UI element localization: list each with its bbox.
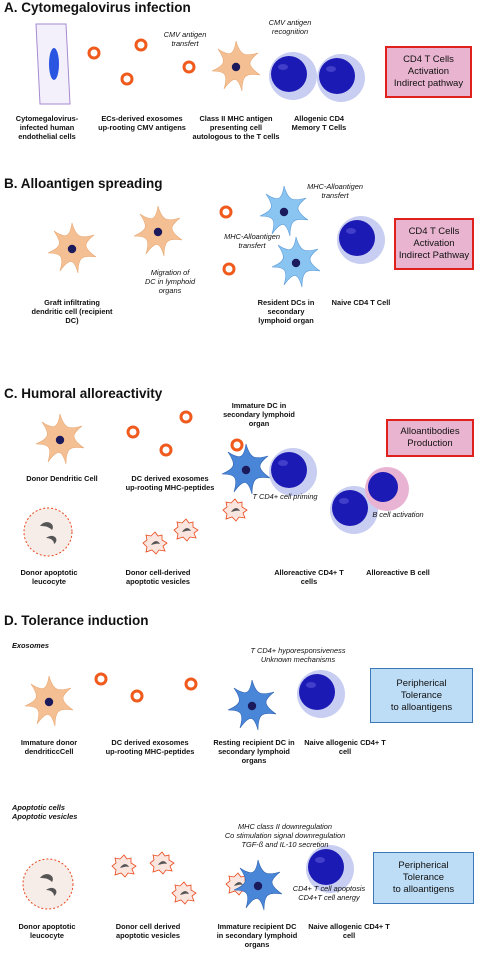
cmv-recognition-annotation: CMV antigen recognition [268, 18, 312, 36]
dendritic-cell-icon [24, 675, 74, 727]
apc-label: Class II MHC antigen presenting cell aut… [192, 114, 280, 141]
migration-annotation: Migration of DC in lymphoid organs [144, 268, 196, 295]
b-cell-icon [365, 467, 409, 511]
immature-dc-label: Immature DC in secondary lymphoid organ [223, 401, 295, 428]
alloantibodies-box: Alloantibodies Production [386, 419, 474, 457]
apoptosis-annotation: CD4+ T cell apoptosis CD4+T cell anergy [292, 884, 366, 902]
donor-dc-label: Donor Dendritic Cell [26, 474, 98, 483]
apoptotic-subheading: Apoptotic cells Apoptotic vesicles [12, 803, 78, 821]
dendritic-cell-icon [47, 222, 97, 274]
immature-donor-dc-label: Immature donor dendriticcCell [20, 738, 78, 756]
section-a-graphics [35, 23, 365, 105]
apoptotic-leucocyte-icon [23, 507, 73, 557]
memory-t-cell-label: Allogenic CD4 Memory T Cells [291, 114, 347, 132]
cd4-activation-box-b: CD4 T Cells Activation Indirect Pathway [394, 218, 474, 270]
naive-cd4-label-d1: Naive allogenic CD4+ T cell [304, 738, 386, 756]
t-cell-icon [317, 54, 365, 102]
hyporesponsiveness-annotation: T CD4+ hyporesponsiveness Unknown mechan… [250, 646, 346, 664]
apoptotic-vesicle-icon [142, 531, 168, 555]
exosome-icon [219, 205, 233, 219]
exosome-icon [126, 425, 140, 439]
dendritic-cell-icon [35, 413, 85, 465]
section-c-graphics [23, 410, 409, 557]
naive-cd4-label-d2: Naive allogenic CD4+ T cell [308, 922, 390, 940]
alloreactive-cd4-label: Alloreactive CD4+ T cells [274, 568, 344, 586]
exosome-icon [87, 46, 101, 60]
dendritic-cell-icon [133, 205, 183, 257]
mhc-downregulation-annotation: MHC class II downregulation Co stimulati… [224, 822, 346, 849]
exosome-icon [182, 60, 196, 74]
section-d-graphics [22, 670, 354, 911]
apoptotic-vesicle-icon [173, 518, 199, 542]
immature-recipient-dc-label: Immature recipient DC in secondary lymph… [216, 922, 298, 949]
exosome-icon [222, 262, 236, 276]
endothelial-label: Cytomegalovirus- infected human endothel… [15, 114, 79, 141]
alloreactive-b-label: Alloreactive B cell [366, 568, 430, 577]
exosome-icon [120, 72, 134, 86]
apoptotic-leucocyte-label-d: Donor apoptotic leucocyte [18, 922, 76, 940]
section-c-title: C. Humoral alloreactivity [4, 386, 163, 401]
tolerance-box-2: Peripherical Tolerance to alloantigens [373, 852, 474, 904]
apoptotic-vesicle-icon [171, 881, 197, 905]
apoptotic-vesicle-icon [111, 854, 137, 878]
dendritic-cell-icon [221, 443, 271, 495]
mhc-transfert-annotation-2: MHC-Alloantigen transfert [224, 232, 280, 250]
t-cell-icon [337, 216, 385, 264]
apoptotic-vesicles-label-d: Donor cell derived apoptotic vesicles [115, 922, 181, 940]
section-b-graphics [47, 185, 385, 288]
naive-cd4-label: Naive CD4 T Cell [331, 298, 391, 307]
t-cell-icon [269, 448, 317, 496]
apoptotic-leucocyte-label: Donor apoptotic leucocyte [20, 568, 78, 586]
apoptotic-vesicle-icon [149, 851, 175, 875]
apoptotic-vesicle-icon [222, 498, 248, 522]
exosome-icon [184, 677, 198, 691]
exosome-icon [130, 689, 144, 703]
dendritic-cell-icon [211, 40, 261, 92]
exosome-icon [94, 672, 108, 686]
exosomes-subheading: Exosomes [12, 641, 49, 650]
dc-exosomes-label-d: DC derived exosomes up-rooting MHC-pepti… [105, 738, 195, 756]
t-cell-icon [269, 52, 317, 100]
mhc-transfert-annotation-1: MHC-Alloantigen transfert [307, 182, 363, 200]
exosome-icon [230, 438, 244, 452]
ecs-exosomes-label: ECs-derived exosomes up-rooting CMV anti… [98, 114, 186, 132]
graft-dc-label: Graft infiltrating dendritic cell (recip… [31, 298, 113, 325]
b-activation-annotation: B cell activation [372, 510, 424, 519]
section-a-title: A. Cytomegalovirus infection [4, 0, 191, 15]
apoptotic-vesicles-label: Donor cell-derived apoptotic vesicles [125, 568, 191, 586]
section-d-title: D. Tolerance induction [4, 613, 149, 628]
resting-dc-label: Resting recipient DC in secondary lympho… [213, 738, 295, 765]
section-b-title: B. Alloantigen spreading [4, 176, 163, 191]
dc-exosomes-label-c: DC derived exosomes up-rooting MHC-pepti… [125, 474, 215, 492]
cmv-transfert-annotation: CMV antigen transfert [163, 30, 207, 48]
endothelial-cell-icon [35, 23, 71, 105]
dendritic-cell-icon [227, 679, 277, 731]
exosome-icon [134, 38, 148, 52]
exosome-icon [179, 410, 193, 424]
t-cell-icon [297, 670, 345, 718]
tolerance-box-1: Peripherical Tolerance to alloantigens [370, 668, 473, 723]
apoptotic-leucocyte-icon [22, 858, 74, 910]
priming-annotation: T CD4+ cell priming [252, 492, 318, 501]
exosome-icon [159, 443, 173, 457]
resident-dc-label: Resident DCs in secondary lymphoid organ [257, 298, 315, 325]
cd4-activation-box-a: CD4 T Cells Activation Indirect pathway [385, 46, 472, 98]
